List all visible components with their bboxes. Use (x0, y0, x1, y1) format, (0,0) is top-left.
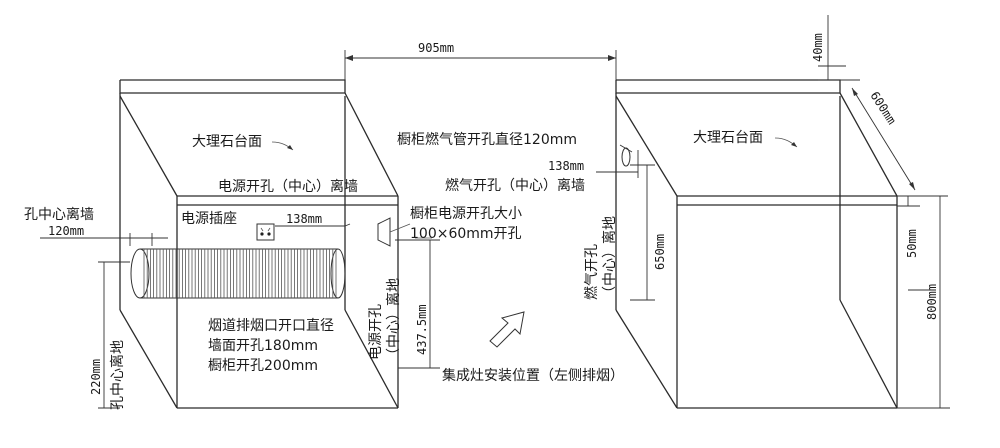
label-hole-center-from-wall: 孔中心离墙 (24, 206, 94, 223)
dim-power-height (395, 239, 440, 369)
label-50mm: 50mm (905, 229, 919, 258)
flue-duct (130, 248, 346, 299)
label-cabinet-power-size-2: 100×60mm开孔 (410, 226, 522, 242)
label-gas-from-wall: 燃气开孔（中心）离墙 (445, 177, 585, 194)
label-power-from-floor-1: 电源开孔 (368, 304, 384, 360)
label-905: 905mm (418, 41, 454, 55)
label-220mm: 220mm (89, 359, 103, 395)
label-138mm-gas: 138mm (548, 159, 584, 173)
label-gas-from-floor-1: 燃气开孔 (583, 244, 600, 300)
dim-flue-offset (40, 233, 168, 246)
label-gas-from-floor-2: （中心）离地 (601, 216, 618, 300)
marble-leaders (271, 137, 798, 239)
label-hole-center-from-floor: 孔中心离地 (109, 340, 126, 410)
label-marble-left: 大理石台面 (192, 134, 262, 150)
dim-right-heights (897, 195, 950, 409)
label-138mm-power: 138mm (286, 212, 322, 226)
label-flue-1: 烟道排烟口开口直径 (208, 317, 334, 334)
dim-gas-height (630, 164, 655, 301)
label-flue-2: 墙面开孔180mm (208, 338, 318, 354)
label-437mm: 437.5mm (415, 304, 429, 355)
label-cabinet-power-size-1: 橱柜电源开孔大小 (410, 206, 522, 222)
label-40mm: 40mm (811, 33, 825, 62)
gas-hole-icon (596, 144, 639, 178)
label-650mm: 650mm (653, 234, 667, 270)
label-power-from-wall: 电源开孔（中心）离墙 (218, 178, 358, 195)
label-120mm: 120mm (48, 224, 84, 238)
label-install-position: 集成灶安装位置（左侧排烟） (442, 367, 624, 384)
dim-power-offset (275, 223, 351, 227)
power-socket-icon (256, 223, 275, 241)
label-gas-pipe-hole: 橱柜燃气管开孔直径120mm (397, 131, 577, 148)
dim-flue-height (98, 261, 130, 409)
right-cabinet (615, 79, 898, 409)
label-power-from-floor-2: （中心）离地 (385, 278, 402, 362)
cabinet-power-hole-icon (377, 217, 411, 247)
install-arrow-icon (489, 311, 525, 348)
left-cabinet (119, 79, 399, 409)
dim-905 (344, 50, 617, 80)
label-800mm: 800mm (925, 284, 939, 320)
label-power-socket: 电源插座 (181, 211, 237, 227)
label-marble-right: 大理石台面 (693, 130, 763, 146)
label-flue-3: 橱柜开孔200mm (208, 358, 318, 374)
